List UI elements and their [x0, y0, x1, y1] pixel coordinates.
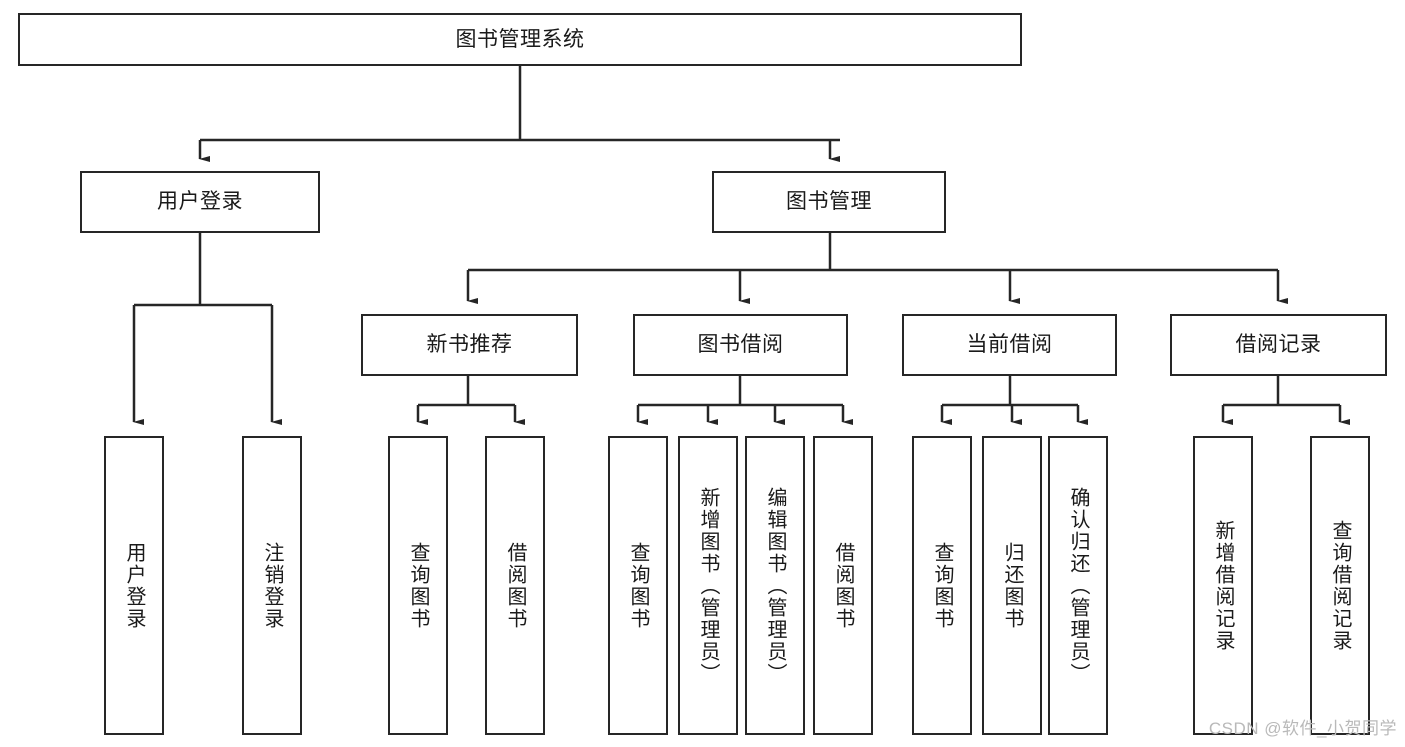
leaf-add-borrow-record[interactable]: 新增借阅记录 [1193, 436, 1253, 735]
node-book-borrow-label: 图书借阅 [697, 333, 784, 357]
node-current-borrow[interactable]: 当前借阅 [902, 314, 1117, 376]
leaf-query-book-borrow[interactable]: 查询图书 [608, 436, 668, 735]
leaf-query-borrow-record-label: 查询借阅记录 [1329, 519, 1351, 652]
node-new-book-recommend[interactable]: 新书推荐 [361, 314, 578, 376]
leaf-borrow-book-label: 借阅图书 [832, 541, 854, 630]
leaf-logout-label: 注销登录 [261, 541, 283, 630]
leaf-borrow-book[interactable]: 借阅图书 [813, 436, 873, 735]
leaf-borrow-book-rec[interactable]: 借阅图书 [485, 436, 545, 735]
node-book-management[interactable]: 图书管理 [712, 171, 946, 233]
leaf-query-borrow-record[interactable]: 查询借阅记录 [1310, 436, 1370, 735]
leaf-edit-book-admin-label: 编辑图书（管理员） [764, 486, 786, 685]
leaf-confirm-return-admin-label: 确认归还（管理员） [1067, 486, 1089, 685]
node-user-login[interactable]: 用户登录 [80, 171, 320, 233]
leaf-add-borrow-record-label: 新增借阅记录 [1212, 519, 1234, 652]
leaf-return-book-label: 归还图书 [1001, 541, 1023, 630]
leaf-return-book[interactable]: 归还图书 [982, 436, 1042, 735]
leaf-logout[interactable]: 注销登录 [242, 436, 302, 735]
node-book-management-label: 图书管理 [786, 190, 872, 214]
watermark: CSDN @软件_小贺同学 [1208, 719, 1397, 738]
leaf-query-book-rec-label: 查询图书 [407, 541, 429, 630]
node-user-login-label: 用户登录 [157, 190, 243, 214]
leaf-query-book-borrow-label: 查询图书 [627, 541, 649, 630]
node-root[interactable]: 图书管理系统 [18, 13, 1022, 66]
leaf-confirm-return-admin[interactable]: 确认归还（管理员） [1048, 436, 1108, 735]
leaf-query-book-current-label: 查询图书 [931, 541, 953, 630]
leaf-edit-book-admin[interactable]: 编辑图书（管理员） [745, 436, 805, 735]
node-book-borrow[interactable]: 图书借阅 [633, 314, 848, 376]
leaf-add-book-admin-label: 新增图书（管理员） [697, 486, 719, 685]
node-new-book-recommend-label: 新书推荐 [426, 333, 513, 357]
node-borrow-record-label: 借阅记录 [1235, 333, 1322, 357]
node-borrow-record[interactable]: 借阅记录 [1170, 314, 1387, 376]
leaf-user-login[interactable]: 用户登录 [104, 436, 164, 735]
leaf-query-book-rec[interactable]: 查询图书 [388, 436, 448, 735]
leaf-user-login-label: 用户登录 [123, 541, 145, 630]
node-current-borrow-label: 当前借阅 [966, 333, 1053, 357]
leaf-add-book-admin[interactable]: 新增图书（管理员） [678, 436, 738, 735]
leaf-borrow-book-rec-label: 借阅图书 [504, 541, 526, 630]
node-root-label: 图书管理系统 [455, 27, 585, 51]
leaf-query-book-current[interactable]: 查询图书 [912, 436, 972, 735]
